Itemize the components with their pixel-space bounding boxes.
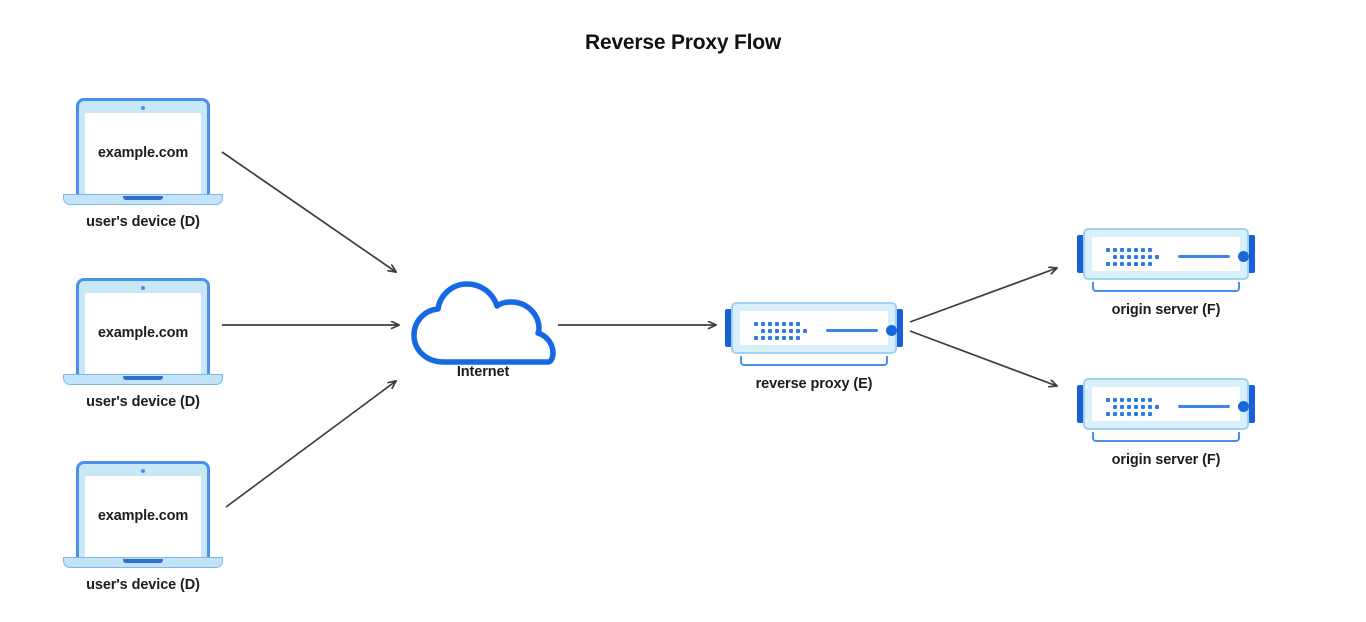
server-vent-grid [754, 322, 810, 343]
server-front-panel [1092, 237, 1249, 271]
server-tab-right [1244, 235, 1255, 273]
laptop-lid: example.com [76, 461, 210, 559]
server-vent-grid [1106, 248, 1162, 269]
origin-server-2-label: origin server (F) [1111, 452, 1221, 468]
server-status-line [1178, 405, 1230, 408]
server-tab-left [1077, 385, 1088, 423]
server-status-dot [1238, 251, 1249, 262]
server-lower-unit [1092, 282, 1240, 292]
laptop-screen: example.com [85, 113, 201, 196]
server-status-dot [886, 325, 897, 336]
server-lower-unit [740, 356, 888, 366]
server-front-panel [740, 311, 897, 345]
client-device-1-label: user's device (D) [86, 214, 200, 230]
laptop-screen: example.com [85, 293, 201, 376]
webcam-icon [141, 286, 145, 290]
server-chassis [1083, 378, 1249, 430]
server-lower-unit [1092, 432, 1240, 442]
server-status-line [1178, 255, 1230, 258]
laptop-screen: example.com [85, 476, 201, 559]
client-device-3-label: user's device (D) [86, 577, 200, 593]
origin-server-1-node[interactable]: origin server (F) [1077, 222, 1255, 318]
laptop-lid: example.com [76, 278, 210, 376]
laptop-lid: example.com [76, 98, 210, 196]
server-tab-right [892, 309, 903, 347]
webcam-icon [141, 106, 145, 110]
origin-server-2-node[interactable]: origin server (F) [1077, 372, 1255, 468]
client-device-2-label: user's device (D) [86, 394, 200, 410]
internet-node[interactable]: Internet [408, 278, 558, 388]
laptop-base [63, 557, 223, 568]
page-title: Reverse Proxy Flow [585, 31, 781, 54]
browser-url-text: example.com [97, 144, 189, 161]
arrow-client3-to-internet [225, 381, 396, 508]
laptop-hinge-notch [123, 375, 163, 380]
laptop-hinge-notch [123, 195, 163, 200]
reverse-proxy-node[interactable]: reverse proxy (E) [725, 296, 903, 392]
internet-label: Internet [456, 364, 510, 380]
browser-url-text: example.com [97, 507, 189, 524]
server-chassis [731, 302, 897, 354]
server-tab-right [1244, 385, 1255, 423]
server-chassis [1083, 228, 1249, 280]
server-status-dot [1238, 401, 1249, 412]
client-device-2[interactable]: example.com user's device (D) [63, 278, 223, 410]
server-status-line [826, 329, 878, 332]
server-front-panel [1092, 387, 1249, 421]
arrow-proxy-to-origin1 [909, 268, 1057, 323]
server-tab-left [1077, 235, 1088, 273]
arrow-proxy-to-origin2 [909, 330, 1057, 386]
cloud-icon [411, 281, 556, 365]
arrow-client1-to-internet [221, 151, 396, 272]
client-device-3[interactable]: example.com user's device (D) [63, 461, 223, 593]
origin-server-1-label: origin server (F) [1111, 302, 1221, 318]
reverse-proxy-label: reverse proxy (E) [755, 376, 873, 392]
client-device-1[interactable]: example.com user's device (D) [63, 98, 223, 230]
laptop-base [63, 194, 223, 205]
webcam-icon [141, 469, 145, 473]
server-vent-grid [1106, 398, 1162, 419]
browser-url-text: example.com [97, 324, 189, 341]
server-tab-left [725, 309, 736, 347]
laptop-base [63, 374, 223, 385]
laptop-hinge-notch [123, 558, 163, 563]
